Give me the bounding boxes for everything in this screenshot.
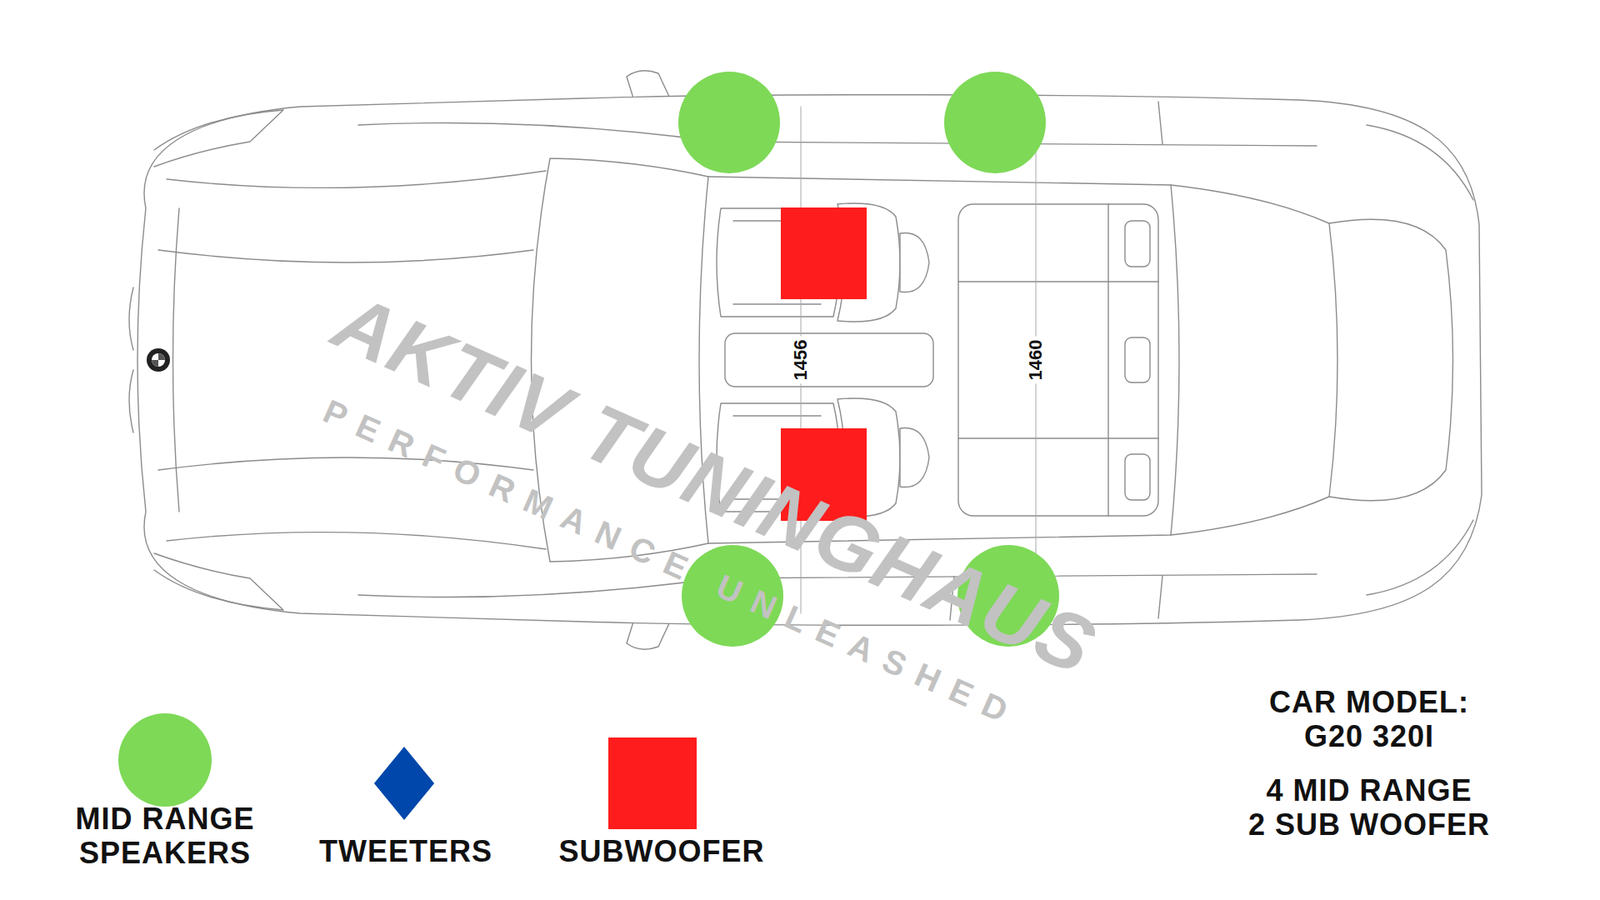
- speaker-count: 4 MID RANGE 2 SUB WOOFER: [1248, 773, 1490, 843]
- subwoofer: [780, 207, 867, 300]
- headrest: [1125, 337, 1150, 383]
- text-line: 2 SUB WOOFER: [1248, 807, 1490, 842]
- headrest: [1125, 220, 1150, 267]
- rear-window: [1170, 185, 1338, 535]
- text-line: SPEAKERS: [75, 835, 255, 870]
- logo-center: [151, 353, 165, 367]
- center-console: [725, 333, 934, 387]
- mid-range-speaker: [944, 71, 1046, 174]
- text-line: G20 320I: [1269, 719, 1470, 754]
- dimension-label: 1460: [1023, 336, 1048, 385]
- text-line: MID RANGE: [75, 801, 255, 836]
- headlight: [154, 110, 284, 167]
- hood-line: [166, 532, 546, 550]
- hood-crease: [158, 250, 534, 263]
- legend-label: TWEETERS: [319, 834, 493, 869]
- legend-swatch: [608, 737, 697, 830]
- rear-bench: [958, 204, 1159, 516]
- legend-swatch: [374, 746, 435, 820]
- legend-label: MID RANGE SPEAKERS: [75, 801, 255, 871]
- text-line: 4 MID RANGE: [1248, 773, 1490, 808]
- text-line: CAR MODEL:: [1269, 685, 1470, 720]
- logo-quadrant: [151, 353, 165, 367]
- logo-ring: [146, 348, 170, 372]
- headrest: [1125, 454, 1150, 500]
- taillight: [1366, 125, 1474, 595]
- trunk: [1329, 219, 1454, 501]
- mid-range-speaker: [678, 71, 780, 174]
- legend-label: SUBWOOFER: [559, 834, 765, 869]
- bmw-logo: [146, 348, 170, 372]
- headlight: [154, 553, 284, 610]
- grille: [129, 287, 134, 433]
- front-seat: [716, 203, 930, 322]
- dimension-label: 1456: [788, 336, 813, 385]
- hood-line: [166, 170, 546, 188]
- rear-bench-seam: [958, 204, 1159, 516]
- bumper-line: [173, 208, 180, 512]
- legend-swatch: [118, 713, 212, 807]
- model-caption: CAR MODEL: G20 320I: [1269, 685, 1470, 755]
